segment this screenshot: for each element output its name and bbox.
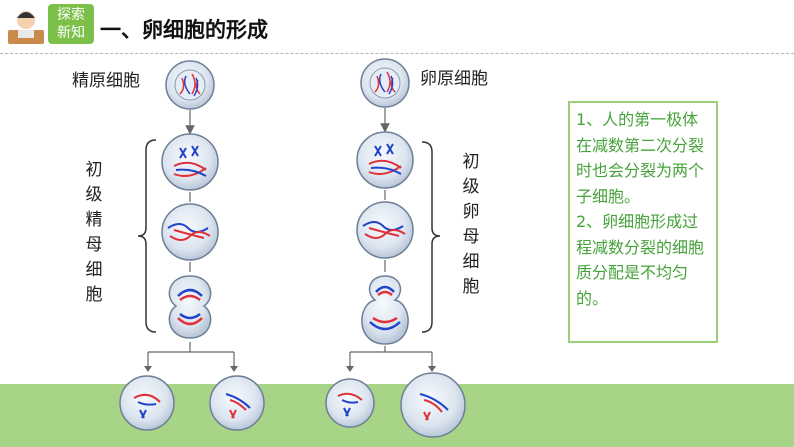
secondary-oocyte [400,372,466,438]
vchar: 精 [85,210,103,230]
page-title: 一、卵细胞的形成 [100,18,268,42]
badge-line-2: 新知 [57,25,85,41]
header-divider [0,53,794,54]
prophase-cell-left [161,133,219,191]
spermatogonium-label: 精原细胞 [72,71,140,91]
badge-line-1: 探索 [57,7,85,23]
branch-lines [147,342,235,370]
spermatogonium-cell [165,60,215,110]
prophase-cell-right [356,131,414,189]
vchar: 细 [462,252,480,272]
secondary-spermatocyte-1 [119,375,175,431]
secondary-spermatocyte-2 [209,375,265,431]
note-box: 1、人的第一极体在减数第二次分裂时也会分裂为两个子细胞。 2、卵细胞形成过程减数… [568,101,718,343]
metaphase-cell-right [356,201,414,259]
vchar: 母 [462,227,480,247]
primary-spermatocyte-label: 初 级 精 母 细 胞 [84,158,104,308]
branch-arrowheads [144,366,238,372]
vchar: 卵 [462,202,480,222]
vchar: 母 [85,235,103,255]
anaphase-cell-left [168,275,212,339]
vchar: 胞 [85,285,103,305]
right-bracket [421,141,441,333]
metaphase-cell-left [161,203,219,261]
oogonium-label: 卵原细胞 [420,69,488,89]
first-polar-body [325,378,375,428]
mascot-icon [8,11,44,44]
oogonium-cell [360,58,410,108]
primary-oocyte-label: 初 级 卵 母 细 胞 [461,150,481,300]
explore-badge: 探索 新知 [48,4,94,44]
vchar: 初 [462,152,480,172]
vchar: 胞 [462,277,480,297]
vchar: 级 [462,177,480,197]
vchar: 细 [85,260,103,280]
branch-arrowheads [346,366,436,372]
anaphase-cell-right [361,275,409,345]
note-point-2: 2、卵细胞形成过程减数分裂的细胞质分配是不均匀的。 [576,212,705,308]
vchar: 级 [85,185,103,205]
branch-lines [349,346,433,370]
left-bracket [137,139,157,333]
vchar: 初 [85,160,103,180]
note-point-1: 1、人的第一极体在减数第二次分裂时也会分裂为两个子细胞。 [576,110,705,206]
